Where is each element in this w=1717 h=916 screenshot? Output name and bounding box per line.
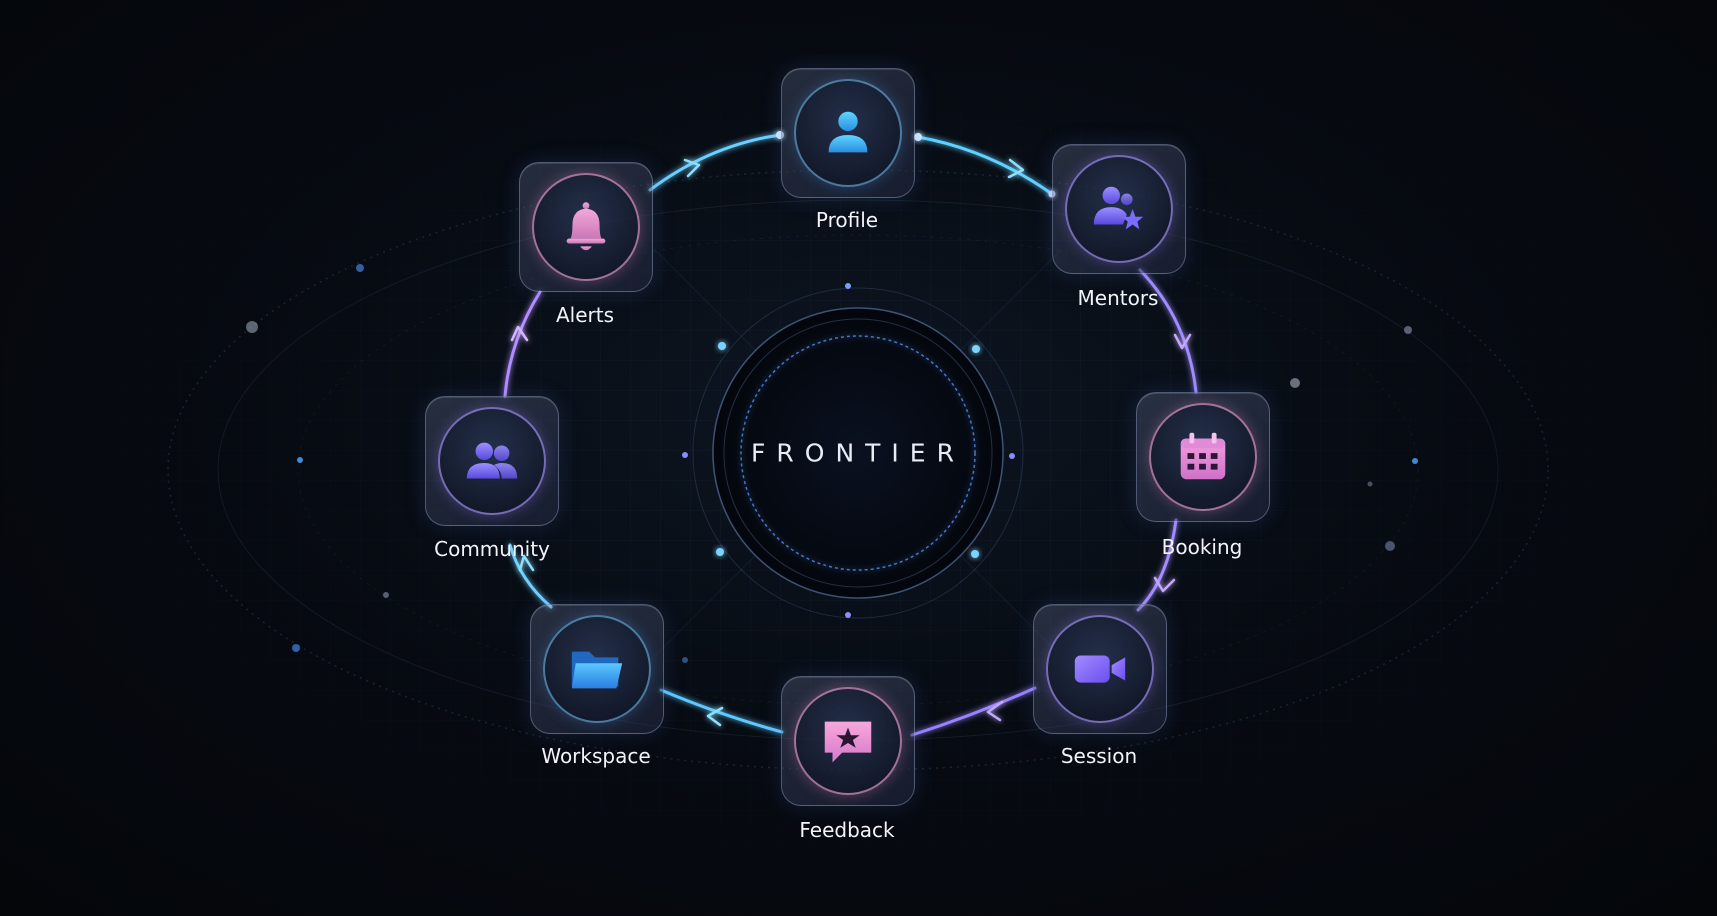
mentor-star-icon (1093, 186, 1144, 230)
endpoint-dot (914, 133, 922, 141)
core-dot (845, 612, 851, 618)
node-feedback[interactable] (781, 676, 915, 806)
node-profile[interactable] (781, 68, 915, 198)
node-booking[interactable] (1136, 392, 1270, 522)
particle (1404, 326, 1412, 334)
core-halo (692, 287, 1024, 619)
arrow-head (986, 700, 1004, 722)
arrow-head (510, 325, 529, 342)
particle (682, 657, 688, 663)
particle (1412, 458, 1418, 464)
particle (1367, 481, 1373, 487)
node-label-mentors: Mentors (1077, 286, 1159, 310)
star-message-icon (824, 721, 872, 763)
node-ring (1065, 155, 1173, 263)
core-ring-inner (740, 335, 976, 571)
core-dot (845, 283, 851, 289)
connector-community-alerts (503, 290, 542, 398)
video-camera-icon (1074, 655, 1126, 683)
node-ring (794, 79, 902, 187)
node-label-booking: Booking (1161, 535, 1243, 559)
arrow-head (1153, 576, 1176, 593)
core-dot (972, 345, 980, 353)
center-title: FRONTIER (751, 438, 965, 468)
particle (356, 264, 364, 272)
folder-icon (571, 651, 623, 689)
node-ring (1046, 615, 1154, 723)
arrow-head (1173, 333, 1192, 350)
arrow-head (683, 158, 701, 178)
connector-alerts-profile (648, 133, 782, 192)
node-ring (532, 173, 640, 281)
connector-profile-mentors (916, 135, 1054, 196)
particle (292, 644, 300, 652)
node-ring (543, 615, 651, 723)
connector-workspace-community (508, 543, 553, 609)
particle (1385, 541, 1395, 551)
node-label-session: Session (1060, 744, 1138, 768)
connector-session-feedback (910, 686, 1037, 737)
particle (1290, 378, 1300, 388)
connector-booking-session (1136, 518, 1178, 612)
node-mentors[interactable] (1052, 144, 1186, 274)
person-icon (828, 111, 868, 153)
core-dot (716, 548, 724, 556)
node-alerts[interactable] (519, 162, 653, 292)
node-ring (438, 407, 546, 515)
arrow-head (1007, 158, 1025, 179)
node-ring (1149, 403, 1257, 511)
node-workspace[interactable] (530, 604, 664, 734)
node-ring (794, 687, 902, 795)
bell-icon (566, 202, 606, 251)
node-label-feedback: Feedback (799, 818, 895, 842)
connector-mentors-booking (1138, 268, 1198, 394)
node-label-alerts: Alerts (555, 303, 615, 327)
particle (297, 457, 303, 463)
core-ring-mid (723, 318, 993, 588)
core-dot (1009, 453, 1015, 459)
node-label-community: Community (434, 537, 550, 561)
particle (246, 321, 258, 333)
node-label-workspace: Workspace (541, 744, 651, 768)
core-dot (971, 550, 979, 558)
core-dot (718, 342, 726, 350)
arrow-head (518, 554, 535, 572)
node-session[interactable] (1033, 604, 1167, 734)
group-icon (466, 442, 518, 479)
calendar-icon (1180, 432, 1226, 480)
node-community[interactable] (425, 396, 559, 526)
particle (383, 592, 389, 598)
node-label-profile: Profile (815, 208, 879, 232)
core-ring-outer (712, 307, 1004, 599)
arrow-head (706, 706, 724, 727)
connector-feedback-workspace (659, 688, 784, 734)
core-dot (682, 452, 688, 458)
